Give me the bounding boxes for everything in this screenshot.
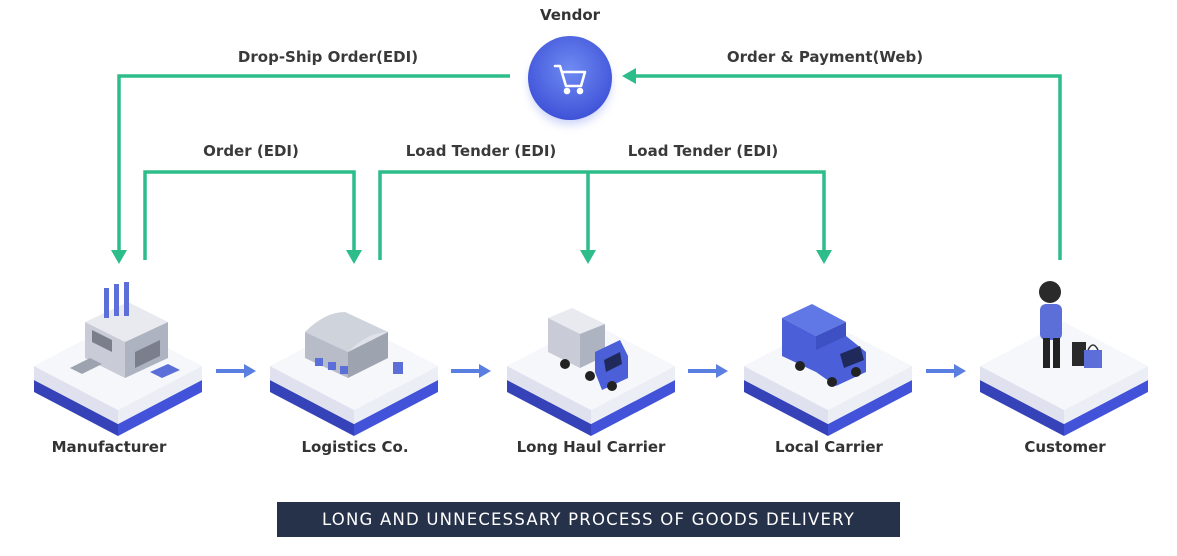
edge-label-order-edi: Order (EDI) — [203, 142, 299, 160]
arrowhead-vendor — [622, 68, 636, 84]
node-label-customer: Customer — [1024, 438, 1106, 456]
edge-order-payment — [628, 74, 1062, 260]
flow-arrow-3 — [688, 364, 728, 378]
arrowhead-longhaul — [580, 250, 596, 264]
vendor-label: Vendor — [539, 6, 601, 24]
person-shopping-icon — [1039, 281, 1102, 368]
flow-arrows — [216, 364, 966, 378]
arrowhead-logistics — [346, 250, 362, 264]
platform-customer — [980, 322, 1148, 436]
edge-label-order-payment: Order & Payment(Web) — [726, 48, 924, 66]
edge-arrowheads — [111, 68, 832, 264]
edge-lines — [117, 74, 1062, 260]
flow-arrow-1 — [216, 364, 256, 378]
node-label-logistics: Logistics Co. — [301, 438, 409, 456]
edge-dropship — [117, 74, 510, 252]
platforms — [34, 322, 1148, 436]
semi-truck-icon — [548, 308, 628, 391]
node-label-local: Local Carrier — [775, 438, 883, 456]
arrowhead-local — [816, 250, 832, 264]
shopping-cart-icon — [553, 64, 587, 95]
flow-arrow-4 — [926, 364, 966, 378]
edge-label-load-tender-2: Load Tender (EDI) — [627, 142, 779, 160]
delivery-van-icon — [782, 304, 866, 387]
footer-banner: LONG AND UNNECESSARY PROCESS OF GOODS DE… — [277, 502, 900, 537]
edge-label-dropship: Drop-Ship Order(EDI) — [237, 48, 419, 66]
warehouse-icon — [305, 312, 403, 378]
flow-arrow-2 — [451, 364, 491, 378]
vendor-node — [528, 36, 612, 124]
node-label-manufacturer: Manufacturer — [51, 438, 167, 456]
edge-order-edi — [143, 170, 356, 260]
arrowhead-manufacturer — [111, 250, 127, 264]
factory-icon — [70, 282, 180, 378]
edge-load-tender — [378, 170, 826, 260]
vendor-circle — [528, 36, 612, 120]
edge-label-load-tender-1: Load Tender (EDI) — [405, 142, 557, 160]
node-label-longhaul: Long Haul Carrier — [516, 438, 666, 456]
